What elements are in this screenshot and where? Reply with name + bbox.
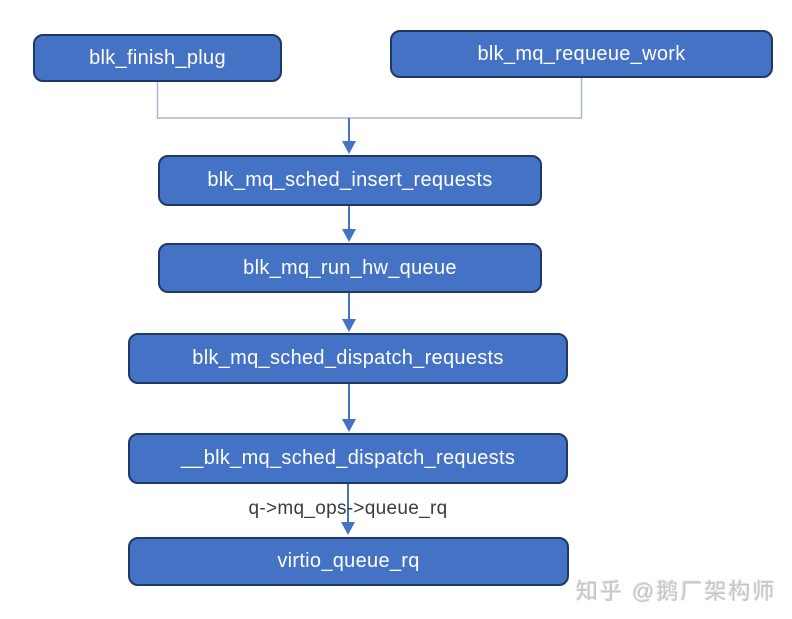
- node-virtio-queue-rq: virtio_queue_rq: [128, 537, 569, 586]
- arrow-down-icon: [342, 419, 356, 432]
- node-blk-mq-sched-insert-requests: blk_mq_sched_insert_requests: [158, 155, 542, 206]
- arrow-down-icon: [342, 141, 356, 154]
- edge-label-queue-rq: q->mq_ops->queue_rq: [248, 498, 448, 519]
- node-double-underscore-blk-mq-sched-dispatch-requests: __blk_mq_sched_dispatch_requests: [128, 433, 568, 484]
- arrow-down-icon: [342, 229, 356, 242]
- arrow-down-icon: [342, 319, 356, 332]
- node-blk-mq-sched-dispatch-requests: blk_mq_sched_dispatch_requests: [128, 333, 568, 384]
- node-blk-finish-plug: blk_finish_plug: [33, 34, 282, 82]
- node-blk-mq-requeue-work: blk_mq_requeue_work: [390, 30, 773, 78]
- arrow-down-icon: [341, 522, 355, 535]
- node-blk-mq-run-hw-queue: blk_mq_run_hw_queue: [158, 243, 542, 293]
- merge-connector-line: [156, 78, 583, 119]
- watermark-text: 知乎 @鹅厂架构师: [576, 579, 777, 604]
